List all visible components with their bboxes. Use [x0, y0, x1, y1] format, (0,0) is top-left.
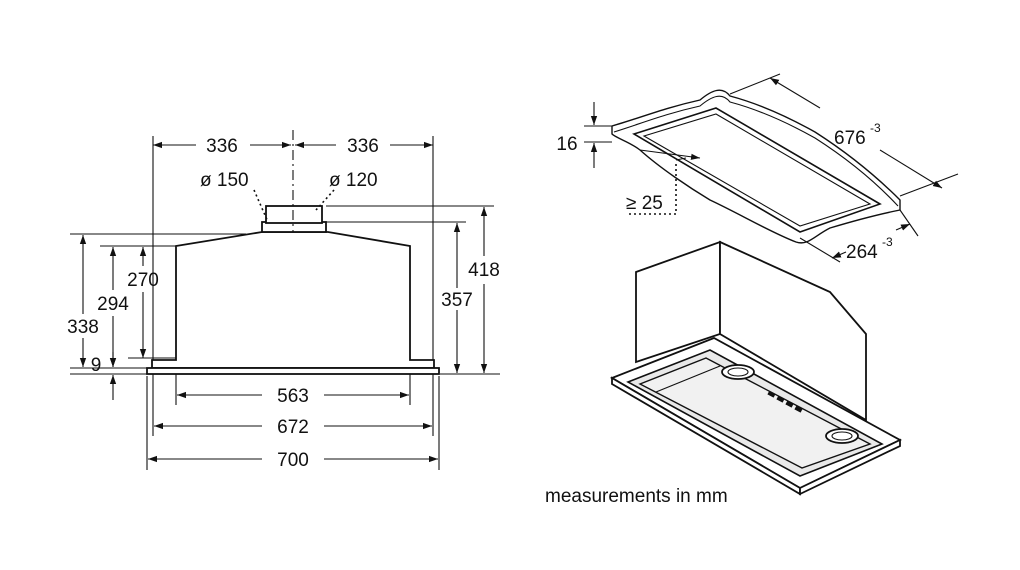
hood-base-plate: [146, 367, 440, 375]
units-note: measurements in mm: [545, 486, 728, 507]
hood-3d-view: [609, 240, 902, 496]
dim-width-700-label: 700: [277, 450, 309, 471]
dim-depth-tolerance: -3: [882, 235, 893, 249]
dim-duct-150-label: ø 150: [200, 170, 249, 191]
cutout-opening: [632, 107, 882, 233]
dim-width-563-label: 563: [277, 386, 309, 407]
hood-3d-lamp-left: [721, 364, 755, 380]
dim-length-tolerance: -3: [870, 121, 881, 135]
front-view: 336 336 ø 150 ø 120 418 357 338 294: [67, 130, 500, 471]
hood-body-outline: [151, 231, 435, 369]
dim-length-label: 676: [834, 128, 866, 149]
leader-150: [253, 189, 269, 223]
dim-height-270-label: 270: [127, 270, 159, 291]
cutout-view: 16 676 -3 264 -3 ≥ 25: [556, 73, 959, 263]
duct-connector-inner: [265, 205, 323, 224]
dim-width-left-label: 336: [206, 136, 238, 157]
dim-duct-120-label: ø 120: [329, 170, 378, 191]
dim-height-418-label: 418: [468, 260, 500, 281]
dim-thickness-label: 16: [556, 134, 577, 155]
dim-height-338-label: 338: [67, 317, 99, 338]
dim-width-right-label: 336: [347, 136, 379, 157]
hood-3d-upper-right: [719, 240, 867, 422]
hood-3d-lamp-right: [825, 428, 859, 444]
dim-clearance-label: ≥ 25: [626, 193, 663, 214]
dim-height-357-label: 357: [441, 290, 473, 311]
dim-height-294-label: 294: [97, 294, 129, 315]
clearance-dotted-marker: [626, 164, 677, 215]
dim-width-672-label: 672: [277, 417, 309, 438]
hood-3d-control-buttons: [767, 390, 803, 413]
dim-depth-label: 264: [846, 242, 878, 263]
dim-height-9-label: 9: [91, 355, 102, 376]
